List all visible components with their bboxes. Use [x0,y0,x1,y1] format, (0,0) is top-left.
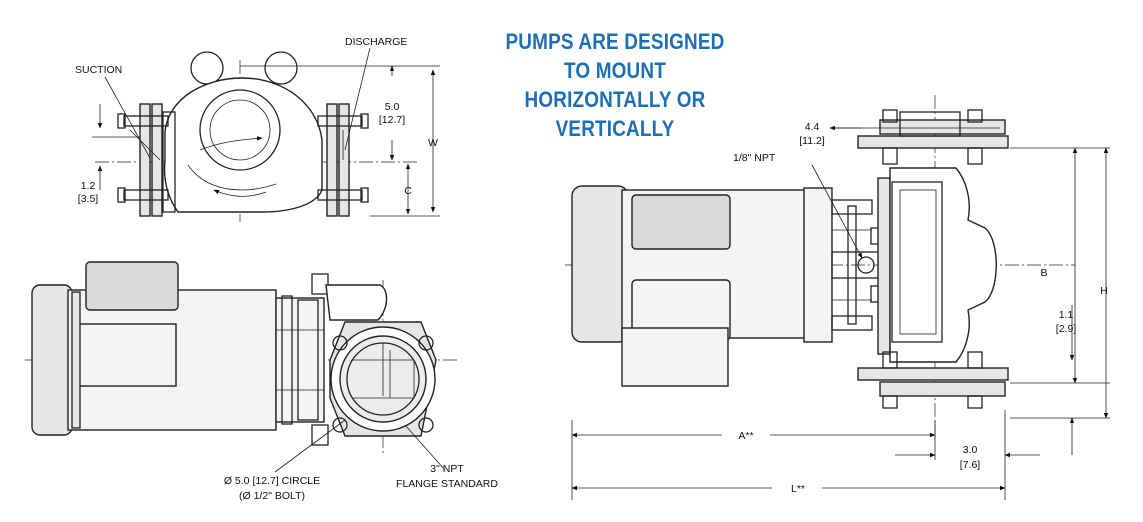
banner-line-4: VERTICALLY [555,116,675,141]
side-view: 1/8" NPT 4.4 [11.2] B H 1.1 [2.9] A** 3.… [565,95,1110,500]
dim-5-0: 5.0 [385,101,400,113]
discharge-label: DISCHARGE [345,36,407,48]
dim-1-2: 1.2 [81,180,96,192]
dim-w: W [428,137,438,149]
dim-1-1: 1.1 [1059,309,1074,321]
dim-h: H [1100,285,1108,297]
dim-1-1-mm: [2.9] [1056,323,1077,335]
banner-line-3: HORIZONTALLY OR [524,87,706,112]
dim-5-0-mm: [12.7] [379,114,405,126]
dim-1-2-mm: [3.5] [78,193,99,205]
dim-c: C [404,185,412,197]
banner-line-2: TO MOUNT [564,58,666,83]
top-view: SUCTION DISCHARGE 5.0 [12.7] W C 1.2 [3.… [75,36,440,222]
dim-4-4: 4.4 [805,121,820,133]
dim-b: B [1040,267,1047,279]
flange-standard-label: FLANGE STANDARD [396,478,498,490]
bolt-size-label: (Ø 1/2" BOLT) [239,490,305,502]
banner-line-1: PUMPS ARE DESIGNED [505,29,725,54]
dim-3-0: 3.0 [963,444,978,456]
dim-4-4-mm: [11.2] [799,135,825,147]
bolt-circle-label: Ø 5.0 [12.7] CIRCLE [224,475,320,487]
front-view: Ø 5.0 [12.7] CIRCLE (Ø 1/2" BOLT) 3" NPT… [25,261,498,502]
dim-l: L** [791,483,805,495]
mounting-banner: PUMPS ARE DESIGNED TO MOUNT HORIZONTALLY… [470,27,760,143]
dim-3-0-mm: [7.6] [960,459,981,471]
npt-port-label: 1/8" NPT [733,152,776,164]
npt-flange-label: 3" NPT [430,463,464,475]
suction-label: SUCTION [75,64,122,76]
dim-a: A** [738,430,753,442]
